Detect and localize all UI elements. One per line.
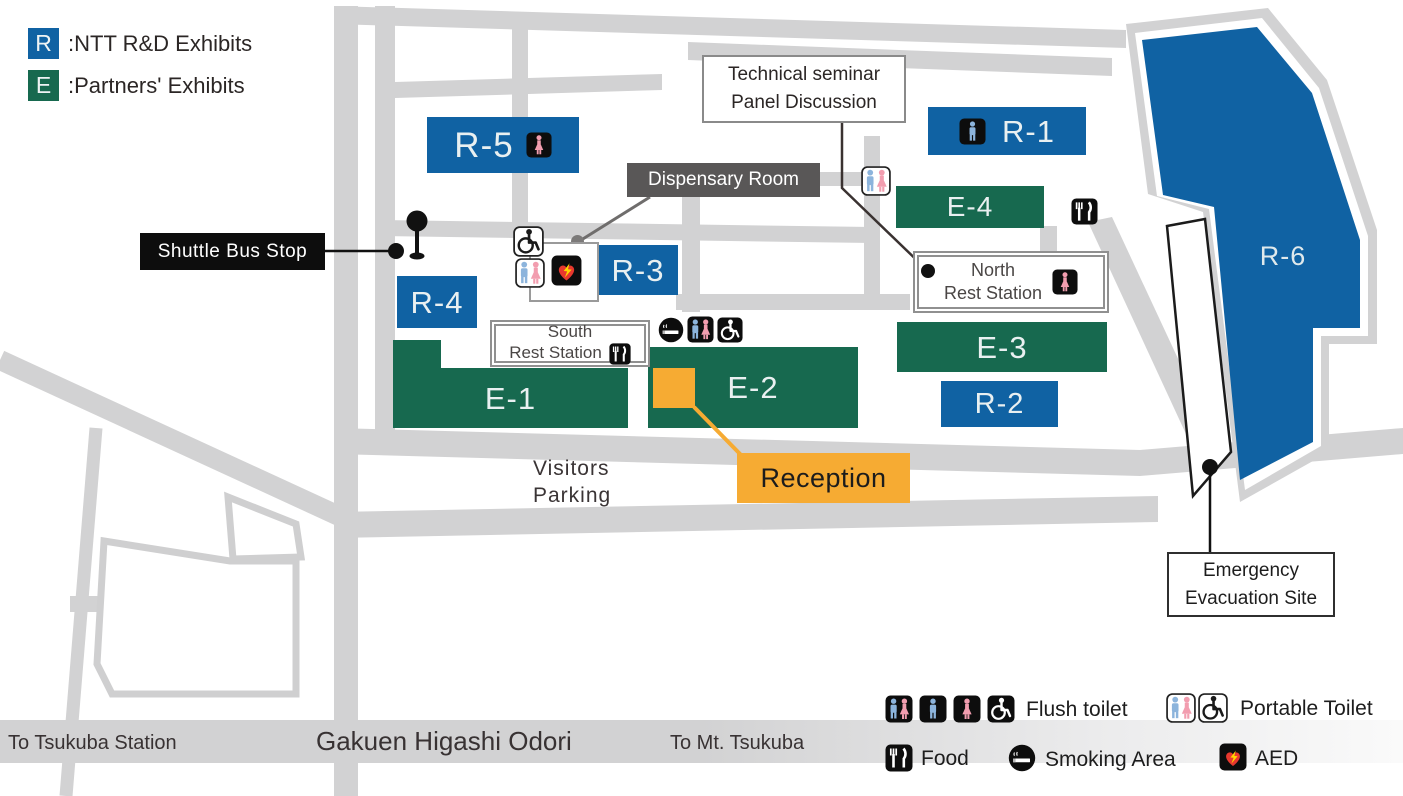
food-legend-icon	[885, 744, 913, 772]
smoking-area-icon	[658, 317, 684, 343]
exhibit-r4: R-4	[397, 276, 477, 328]
bus-stop-icon	[406, 210, 428, 260]
to-tsukuba-station-label: To Tsukuba Station	[8, 732, 177, 754]
exhibit-e4: E-4	[896, 186, 1044, 228]
exhibit-e1-area	[393, 340, 628, 428]
flush-toilet-w-icon	[953, 695, 981, 723]
legend-e-symbol: E	[28, 70, 59, 101]
exhibit-r2: R-2	[941, 381, 1058, 427]
emergency-evacuation-callout: Emergency Evacuation Site	[1167, 552, 1335, 617]
exhibit-r1: R-1	[928, 107, 1086, 155]
dispensary-room-callout: Dispensary Room	[627, 163, 820, 197]
shuttle-bus-stop-callout: Shuttle Bus Stop	[140, 233, 325, 270]
portable-toilet-label: Portable Toilet	[1240, 697, 1373, 720]
gakuen-higashi-odori-label: Gakuen Higashi Odori	[316, 726, 572, 756]
portable-toilet-accessible-icon	[1198, 693, 1228, 723]
reception-leader-line	[692, 405, 744, 458]
visitors-parking-label: Visitors Parking	[533, 457, 612, 508]
exhibit-r6-area	[1142, 27, 1360, 480]
smoking-legend-icon	[1008, 744, 1036, 772]
exhibit-e2-label: E-2	[727, 370, 779, 405]
shuttle-dot	[388, 243, 404, 259]
flush-toilet-icon	[687, 316, 714, 343]
north-rest-station: North Rest Station	[913, 251, 1109, 313]
accessible-toilet-icon	[717, 317, 743, 343]
women-toilet-icon	[526, 132, 552, 158]
legend-e-label: :Partners' Exhibits	[68, 72, 245, 98]
exhibit-e3: E-3	[897, 322, 1107, 372]
aed-legend-icon	[1219, 743, 1247, 771]
technical-seminar-callout: Technical seminar Panel Discussion	[702, 55, 906, 123]
flush-toilet-mw-icon	[885, 695, 913, 723]
portable-toilet-icon	[515, 258, 545, 288]
legend-ntt-exhibits: R :NTT R&D Exhibits	[28, 28, 252, 59]
seminar-dot	[921, 264, 935, 278]
legend-r-symbol: R	[28, 28, 59, 59]
diagonal-road	[0, 350, 357, 532]
flush-toilet-m-icon	[919, 695, 947, 723]
women-toilet-icon	[1052, 269, 1078, 295]
flush-toilet-label: Flush toilet	[1026, 698, 1128, 721]
smoking-area-label: Smoking Area	[1045, 748, 1176, 771]
flush-toilet-accessible-icon	[987, 695, 1015, 723]
seminar-leader-line	[840, 122, 929, 272]
exhibit-r5: R-5	[427, 117, 579, 173]
gakuen-road	[0, 720, 1403, 763]
food-icon	[1071, 198, 1098, 225]
reception-callout: Reception	[737, 453, 910, 503]
dispensary-leader-line	[577, 195, 651, 244]
aed-icon	[551, 255, 582, 286]
parcel-outlines	[93, 491, 306, 698]
reception-marker	[653, 368, 695, 408]
road-stub	[70, 596, 104, 612]
food-icon	[609, 343, 631, 365]
legend-r-label: :NTT R&D Exhibits	[68, 30, 253, 56]
accessible-toilet-icon	[513, 226, 544, 257]
portable-toilet-icon	[861, 166, 891, 196]
to-mt-tsukuba-label: To Mt. Tsukuba	[670, 732, 805, 754]
exhibit-r3: R-3	[598, 245, 678, 295]
south-rest-station: South Rest Station	[490, 320, 650, 367]
exhibit-e1-label: E-1	[484, 380, 537, 416]
exhibit-r6-label: R-6	[1259, 240, 1307, 271]
portable-toilet-mw-icon	[1166, 693, 1196, 723]
emergency-dot	[1202, 459, 1218, 475]
aed-label: AED	[1255, 747, 1299, 770]
men-toilet-icon	[959, 117, 986, 145]
legend-partners-exhibits: E :Partners' Exhibits	[28, 70, 245, 101]
food-label: Food	[921, 747, 969, 770]
evacuation-strip	[1165, 217, 1233, 500]
road-network	[334, 6, 1403, 796]
